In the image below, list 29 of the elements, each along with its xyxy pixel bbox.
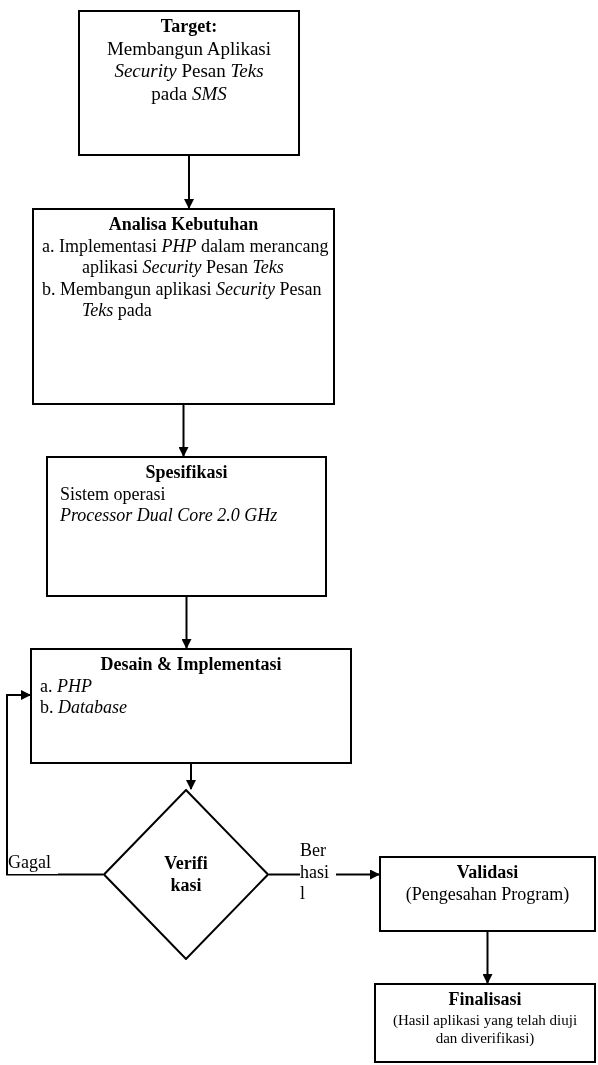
box-text: (Hasil aplikasi yang telah diuji dan diverifikasi)	[391, 1010, 579, 1047]
box-heading: Spesifikasi	[144, 462, 229, 484]
edge-label: Gagal	[8, 852, 58, 874]
process-box	[374, 983, 596, 1063]
list-item: b. Database	[39, 697, 128, 719]
box-heading: Analisa Kebutuhan	[107, 214, 260, 236]
process-box	[30, 648, 352, 764]
box-text: Sistem operasi	[59, 483, 167, 506]
process-box	[379, 856, 596, 932]
box-heading: Desain & Implementasi	[99, 654, 283, 676]
arrow	[482, 931, 493, 984]
arrow	[181, 596, 192, 649]
box-text: (Pengesahan Program)	[404, 883, 571, 906]
list-item: a. PHP	[39, 675, 93, 698]
arrow	[178, 404, 189, 457]
arrow	[184, 155, 194, 209]
list-item: b. Membangun aplikasi Security Pesan Teks pada	[41, 278, 323, 322]
box-heading: Target:	[159, 16, 219, 38]
decision-diamond	[103, 789, 269, 960]
process-box	[46, 456, 327, 597]
process-box	[32, 208, 335, 405]
arrow	[186, 763, 196, 790]
decision-text: Verifi kasi	[163, 852, 209, 897]
process-box	[78, 10, 300, 156]
box-heading: Validasi	[455, 862, 520, 884]
box-text: Processor Dual Core 2.0 GHz	[59, 505, 279, 527]
box-heading: Finalisasi	[447, 989, 523, 1011]
arrow	[6, 690, 104, 876]
box-text: Membangun Aplikasi Security Pesan Teks pada SMS	[105, 37, 273, 106]
